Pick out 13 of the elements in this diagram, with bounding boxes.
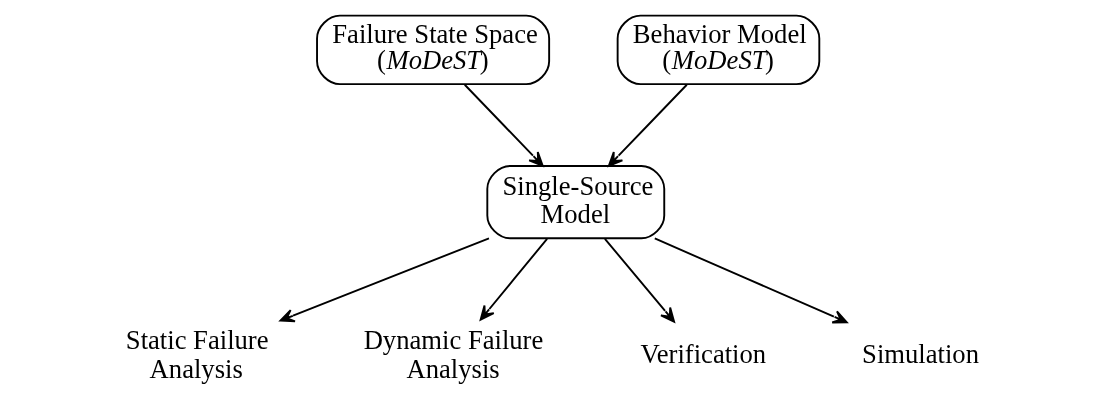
node-text: Dynamic Failure Analysis	[363, 324, 544, 384]
node-text: Simulation	[862, 339, 979, 370]
node-text: Static Failure Analysis	[125, 324, 269, 384]
arrow	[653, 237, 848, 324]
arrow	[279, 237, 490, 323]
arrow	[607, 83, 688, 167]
node-box: Behavior Model (MoDeST)	[616, 14, 821, 86]
node-box: Single-Source Model	[486, 165, 666, 240]
arrow	[463, 83, 544, 167]
arrow	[479, 237, 549, 321]
node-box: Failure State Space (MoDeST)	[316, 14, 551, 86]
arrow	[603, 237, 676, 323]
node-text: Verification	[640, 339, 767, 370]
